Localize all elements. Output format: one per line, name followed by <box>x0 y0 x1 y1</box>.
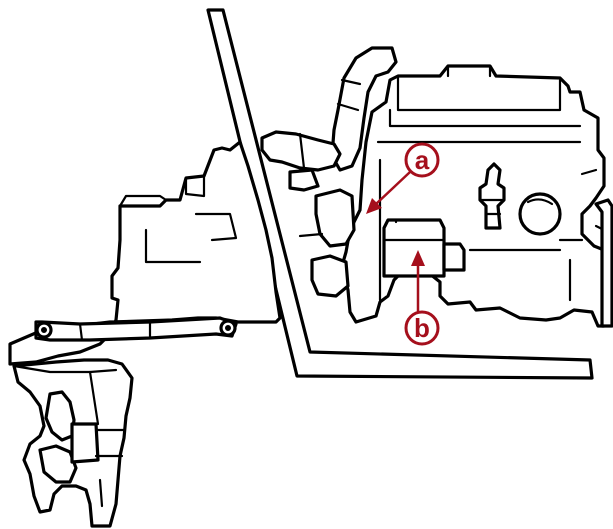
callout-a: a <box>366 142 440 214</box>
callout-b-label: b <box>414 313 430 343</box>
callout-b-circle <box>404 310 440 346</box>
sterndrive-unit <box>8 140 282 528</box>
callout-b: b <box>404 250 440 346</box>
callout-a-label: a <box>415 145 430 175</box>
transom-panel <box>206 8 594 380</box>
callout-a-circle <box>404 142 440 178</box>
engine-block <box>260 46 613 328</box>
